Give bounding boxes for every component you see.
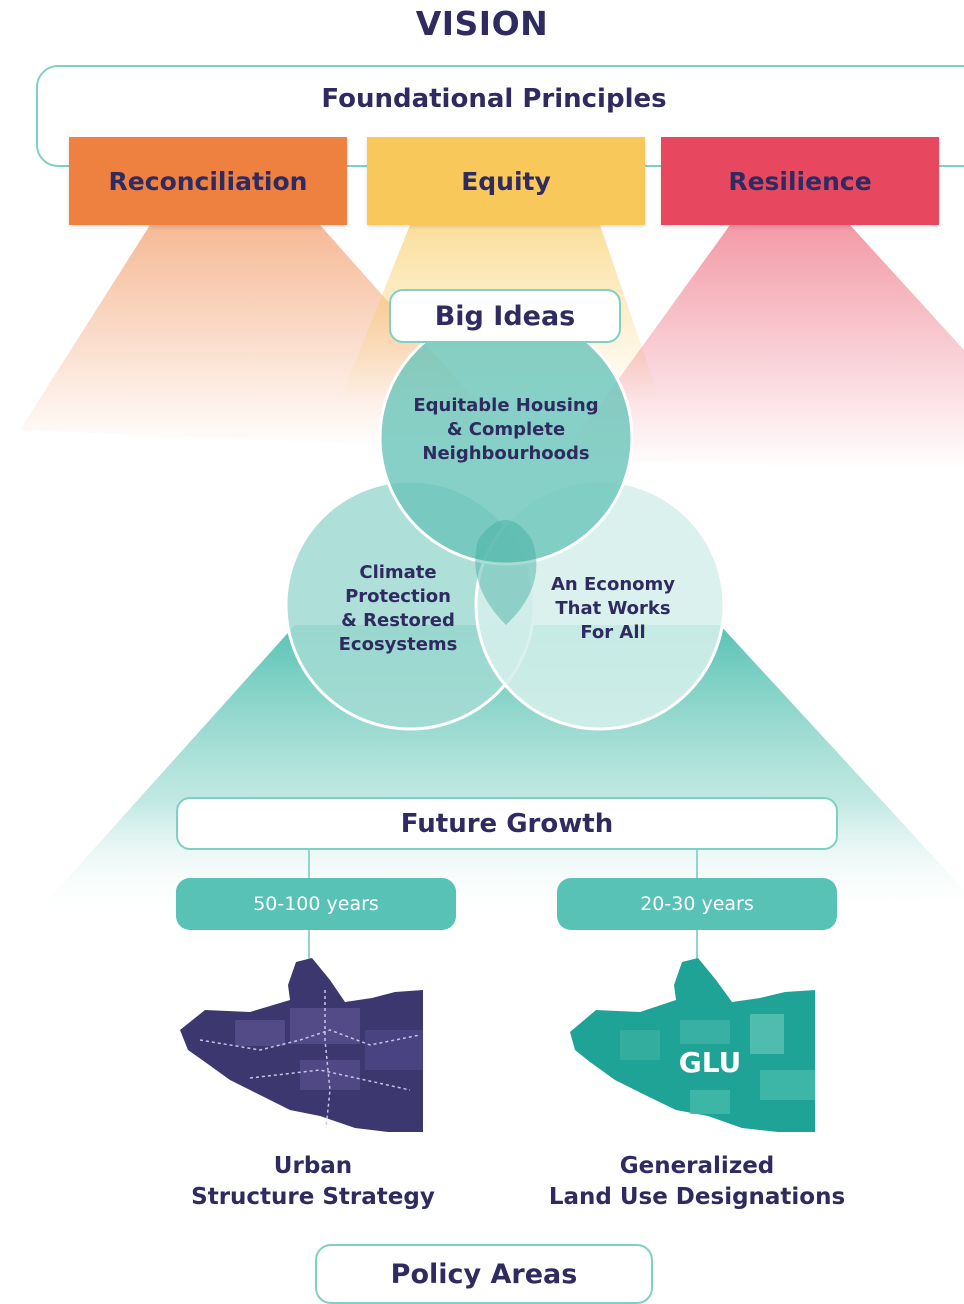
venn-overlap: [475, 520, 537, 625]
big-ideas-pill: Big Ideas: [389, 289, 621, 343]
vision-title: VISION: [415, 4, 549, 43]
horizon-badge-urban: 50-100 years: [176, 878, 456, 930]
resilience-beam: [560, 225, 964, 470]
principle-resilience: Resilience: [661, 137, 939, 225]
glu-map: [570, 958, 815, 1132]
caption-urban-structure-strategy: Urban Structure Strategy: [191, 1153, 435, 1210]
principle-equity: Equity: [367, 137, 645, 225]
caption-generalized-land-use: Generalized Land Use Designations: [548, 1153, 846, 1210]
principle-label: Reconciliation: [108, 166, 308, 196]
glu-map-label: GLU: [678, 1046, 742, 1079]
circle-label-housing: Equitable Housing & Complete Neighbourho…: [413, 395, 599, 464]
principle-label: Resilience: [728, 166, 872, 196]
policy-areas-pill: Policy Areas: [315, 1244, 653, 1304]
horizon-label: 50-100 years: [253, 893, 379, 915]
future-growth-title: Future Growth: [400, 808, 614, 839]
horizon-badge-glu: 20-30 years: [557, 878, 837, 930]
big-ideas-title: Big Ideas: [434, 300, 576, 332]
circle-label-economy: An Economy That Works For All: [550, 574, 675, 643]
urban-structure-map: [180, 958, 423, 1132]
future-growth-pill: Future Growth: [176, 797, 838, 850]
policy-areas-title: Policy Areas: [390, 1258, 578, 1290]
circle-label-climate: Climate Protection & Restored Ecosystems: [338, 562, 458, 655]
foundational-principles-title: Foundational Principles: [321, 84, 667, 114]
principle-reconciliation: Reconciliation: [69, 137, 347, 225]
principle-label: Equity: [461, 166, 551, 196]
horizon-label: 20-30 years: [640, 893, 754, 915]
